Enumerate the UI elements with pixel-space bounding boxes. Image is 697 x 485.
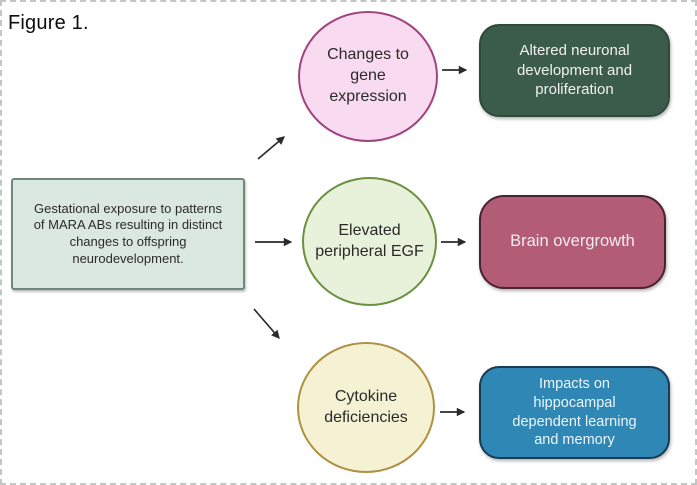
mechanism-circle-cytokine-deficiencies-label: Cytokine deficiencies	[324, 387, 408, 426]
mechanism-circle-peripheral-egf: Elevated peripheral EGF	[302, 177, 437, 306]
source-box-text: Gestational exposure to patterns of MARA…	[33, 200, 223, 266]
outcome-box-brain-overgrowth-label: Brain overgrowth	[510, 232, 635, 251]
mechanism-circle-gene-expression: Changes to gene expression	[298, 11, 438, 142]
figure-label: Figure 1.	[8, 12, 89, 34]
mechanism-circle-cytokine-deficiencies: Cytokine deficiencies	[297, 342, 435, 473]
outcome-box-hippocampal-learning: Impacts on hippocampal dependent learnin…	[479, 366, 670, 459]
outcome-box-hippocampal-learning-label: Impacts on hippocampal dependent learnin…	[512, 375, 637, 449]
outcome-box-brain-overgrowth: Brain overgrowth	[479, 195, 666, 289]
mechanism-circle-gene-expression-label: Changes to gene expression	[327, 46, 409, 105]
outcome-box-neuronal-development-label: Altered neuronal development and prolife…	[516, 42, 633, 99]
mechanism-circle-peripheral-egf-label: Elevated peripheral EGF	[315, 221, 424, 260]
source-box-gestational-exposure: Gestational exposure to patterns of MARA…	[11, 178, 245, 290]
arrow-source-to-gene-expression	[257, 136, 285, 160]
outcome-box-neuronal-development: Altered neuronal development and prolife…	[479, 24, 670, 117]
arrow-source-to-cytokine-deficiencies	[253, 308, 280, 339]
